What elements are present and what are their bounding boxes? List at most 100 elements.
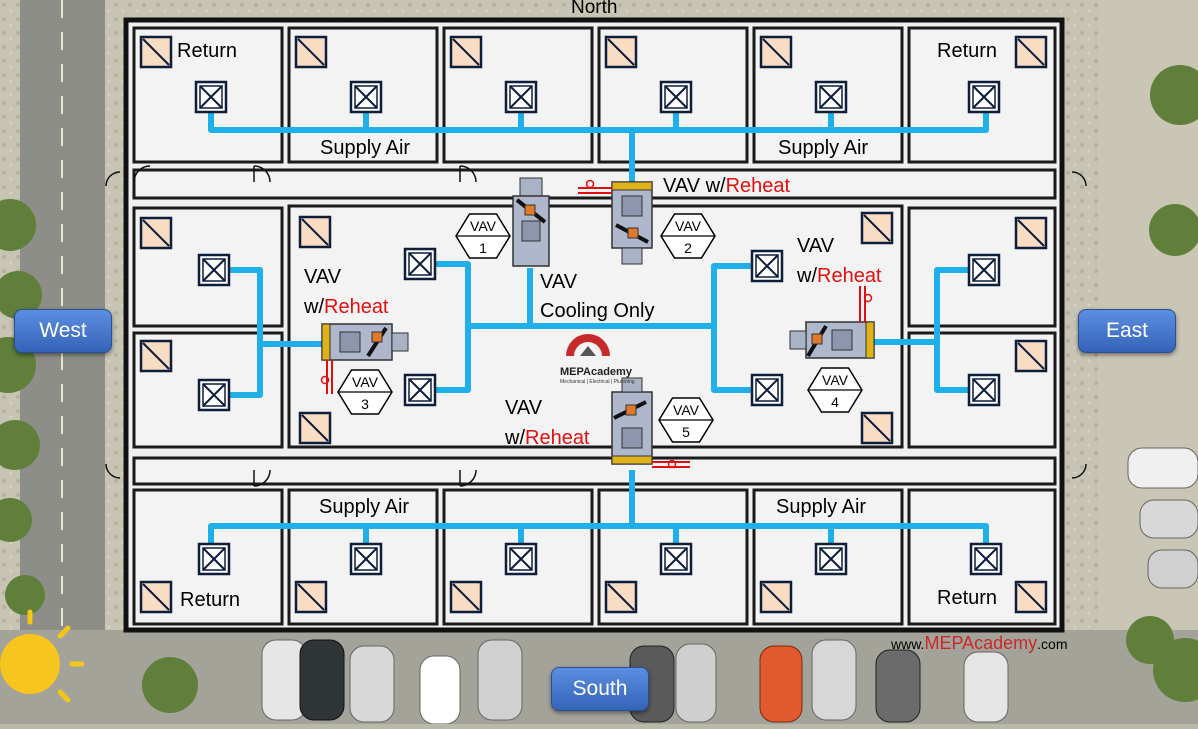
return-grilles — [139, 35, 1048, 614]
north-label: North — [571, 0, 618, 18]
vav-box-2 — [578, 179, 653, 265]
vav1-cooling-only-label: VAV Cooling Only — [540, 268, 655, 326]
return-label-ne: Return — [937, 40, 998, 62]
return-grille-icon — [298, 215, 332, 249]
vav-tag-1: VAV 1 — [455, 213, 511, 259]
return-label-se: Return — [937, 587, 998, 609]
mep-logo-icon — [566, 334, 610, 356]
vav-tag-number: 2 — [684, 240, 692, 256]
logo-brand: MEPAcademy — [560, 366, 632, 378]
vav-tag-type-label: VAV — [675, 218, 702, 234]
vav5-type-label: VAV — [505, 397, 543, 419]
supply-diffuser-icon — [659, 80, 693, 114]
supply-air-label-n2: Supply Air — [778, 137, 869, 159]
vav5-reheat-word: Reheat — [525, 427, 590, 449]
vav2-reheat-prefix: VAV w/ — [663, 175, 726, 197]
vav-tag-number: 4 — [831, 394, 839, 410]
return-label-nw: Return — [177, 40, 238, 62]
vav2-reheat-label: VAV w/Reheat — [663, 175, 790, 198]
supply-diffuser-icon — [750, 373, 784, 407]
supply-diffuser-icon — [197, 253, 231, 287]
supply-diffuser-icon — [197, 378, 231, 412]
vav-tag-number: 1 — [479, 240, 487, 256]
supply-diffuser-icon — [504, 80, 538, 114]
return-grille-icon — [139, 339, 173, 373]
supply-diffuser-icon — [967, 80, 1001, 114]
vav3-w: w/ — [304, 296, 324, 318]
website-brand: MEPAcademy — [924, 633, 1038, 653]
west-button[interactable]: West — [14, 309, 112, 353]
vav-box-5 — [611, 377, 690, 469]
return-grille-icon — [1014, 216, 1048, 250]
return-grille-icon — [449, 580, 483, 614]
vav-box-3 — [320, 323, 409, 394]
supply-diffuser-icon — [194, 80, 228, 114]
supply-diffusers — [194, 80, 1003, 576]
logo-tagline: Mechanical | Electrical | Plumbing — [560, 379, 635, 385]
supply-air-label-n1: Supply Air — [320, 137, 411, 159]
return-grille-icon — [139, 35, 173, 69]
supply-ductwork — [208, 100, 989, 556]
return-grille-icon — [139, 216, 173, 250]
website-suffix: .com — [1037, 636, 1068, 652]
supply-diffuser-icon — [969, 542, 1003, 576]
supply-diffuser-icon — [197, 542, 231, 576]
vav5-reheat-label: VAV w/Reheat — [505, 393, 590, 453]
website-prefix: www. — [891, 636, 925, 652]
supply-air-label-s2: Supply Air — [776, 496, 867, 518]
supply-diffuser-icon — [967, 253, 1001, 287]
return-grille-icon — [294, 35, 328, 69]
return-grille-icon — [860, 211, 894, 245]
cooling-only-text: Cooling Only — [540, 300, 655, 322]
supply-diffuser-icon — [403, 247, 437, 281]
supply-diffuser-icon — [814, 542, 848, 576]
return-grille-icon — [604, 580, 638, 614]
vav4-w: w/ — [797, 265, 817, 287]
website-url: www.MEPAcademy.com — [891, 633, 1068, 654]
trees — [0, 65, 1198, 713]
supply-diffuser-icon — [504, 542, 538, 576]
south-button[interactable]: South — [551, 667, 649, 711]
vav-tag-2: VAV 2 — [660, 213, 716, 259]
vav-tag-type-label: VAV — [470, 218, 497, 234]
vav-box-4 — [789, 286, 875, 359]
doors — [105, 165, 1087, 487]
east-button[interactable]: East — [1078, 309, 1176, 353]
return-grille-icon — [294, 580, 328, 614]
return-grille-icon — [1014, 580, 1048, 614]
vav-tag-4: VAV 4 — [807, 367, 863, 413]
return-grille-icon — [1014, 339, 1048, 373]
sun-icon — [0, 609, 85, 703]
return-grille-icon — [1014, 35, 1048, 69]
vav-tag-type-label: VAV — [673, 402, 700, 418]
vav5-w: w/ — [505, 427, 525, 449]
vav-tag-type-label: VAV — [352, 374, 379, 390]
supply-diffuser-icon — [814, 80, 848, 114]
supply-air-label-s1: Supply Air — [319, 496, 410, 518]
vav-tag-type-label: VAV — [822, 372, 849, 388]
return-grille-icon — [860, 411, 894, 445]
vav4-reheat-word: Reheat — [817, 265, 882, 287]
return-grille-icon — [449, 35, 483, 69]
return-grille-icon — [604, 35, 638, 69]
vav-tag-number: 3 — [361, 396, 369, 412]
supply-diffuser-icon — [750, 249, 784, 283]
return-grille-icon — [759, 580, 793, 614]
core-rooms — [132, 204, 1057, 449]
return-grille-icon — [298, 411, 332, 445]
vav4-type-label: VAV — [797, 235, 835, 257]
return-grille-icon — [759, 35, 793, 69]
vav-tag-3: VAV 3 — [337, 369, 393, 415]
vav3-reheat-label: VAV w/Reheat — [304, 262, 389, 322]
vav-box-1 — [512, 177, 550, 267]
vav2-reheat-word: Reheat — [725, 175, 791, 197]
vav4-reheat-label: VAV w/Reheat — [797, 231, 882, 291]
supply-diffuser-icon — [659, 542, 693, 576]
supply-diffuser-icon — [349, 542, 383, 576]
vav1-type-label: VAV — [540, 271, 578, 293]
return-grille-icon — [139, 580, 173, 614]
